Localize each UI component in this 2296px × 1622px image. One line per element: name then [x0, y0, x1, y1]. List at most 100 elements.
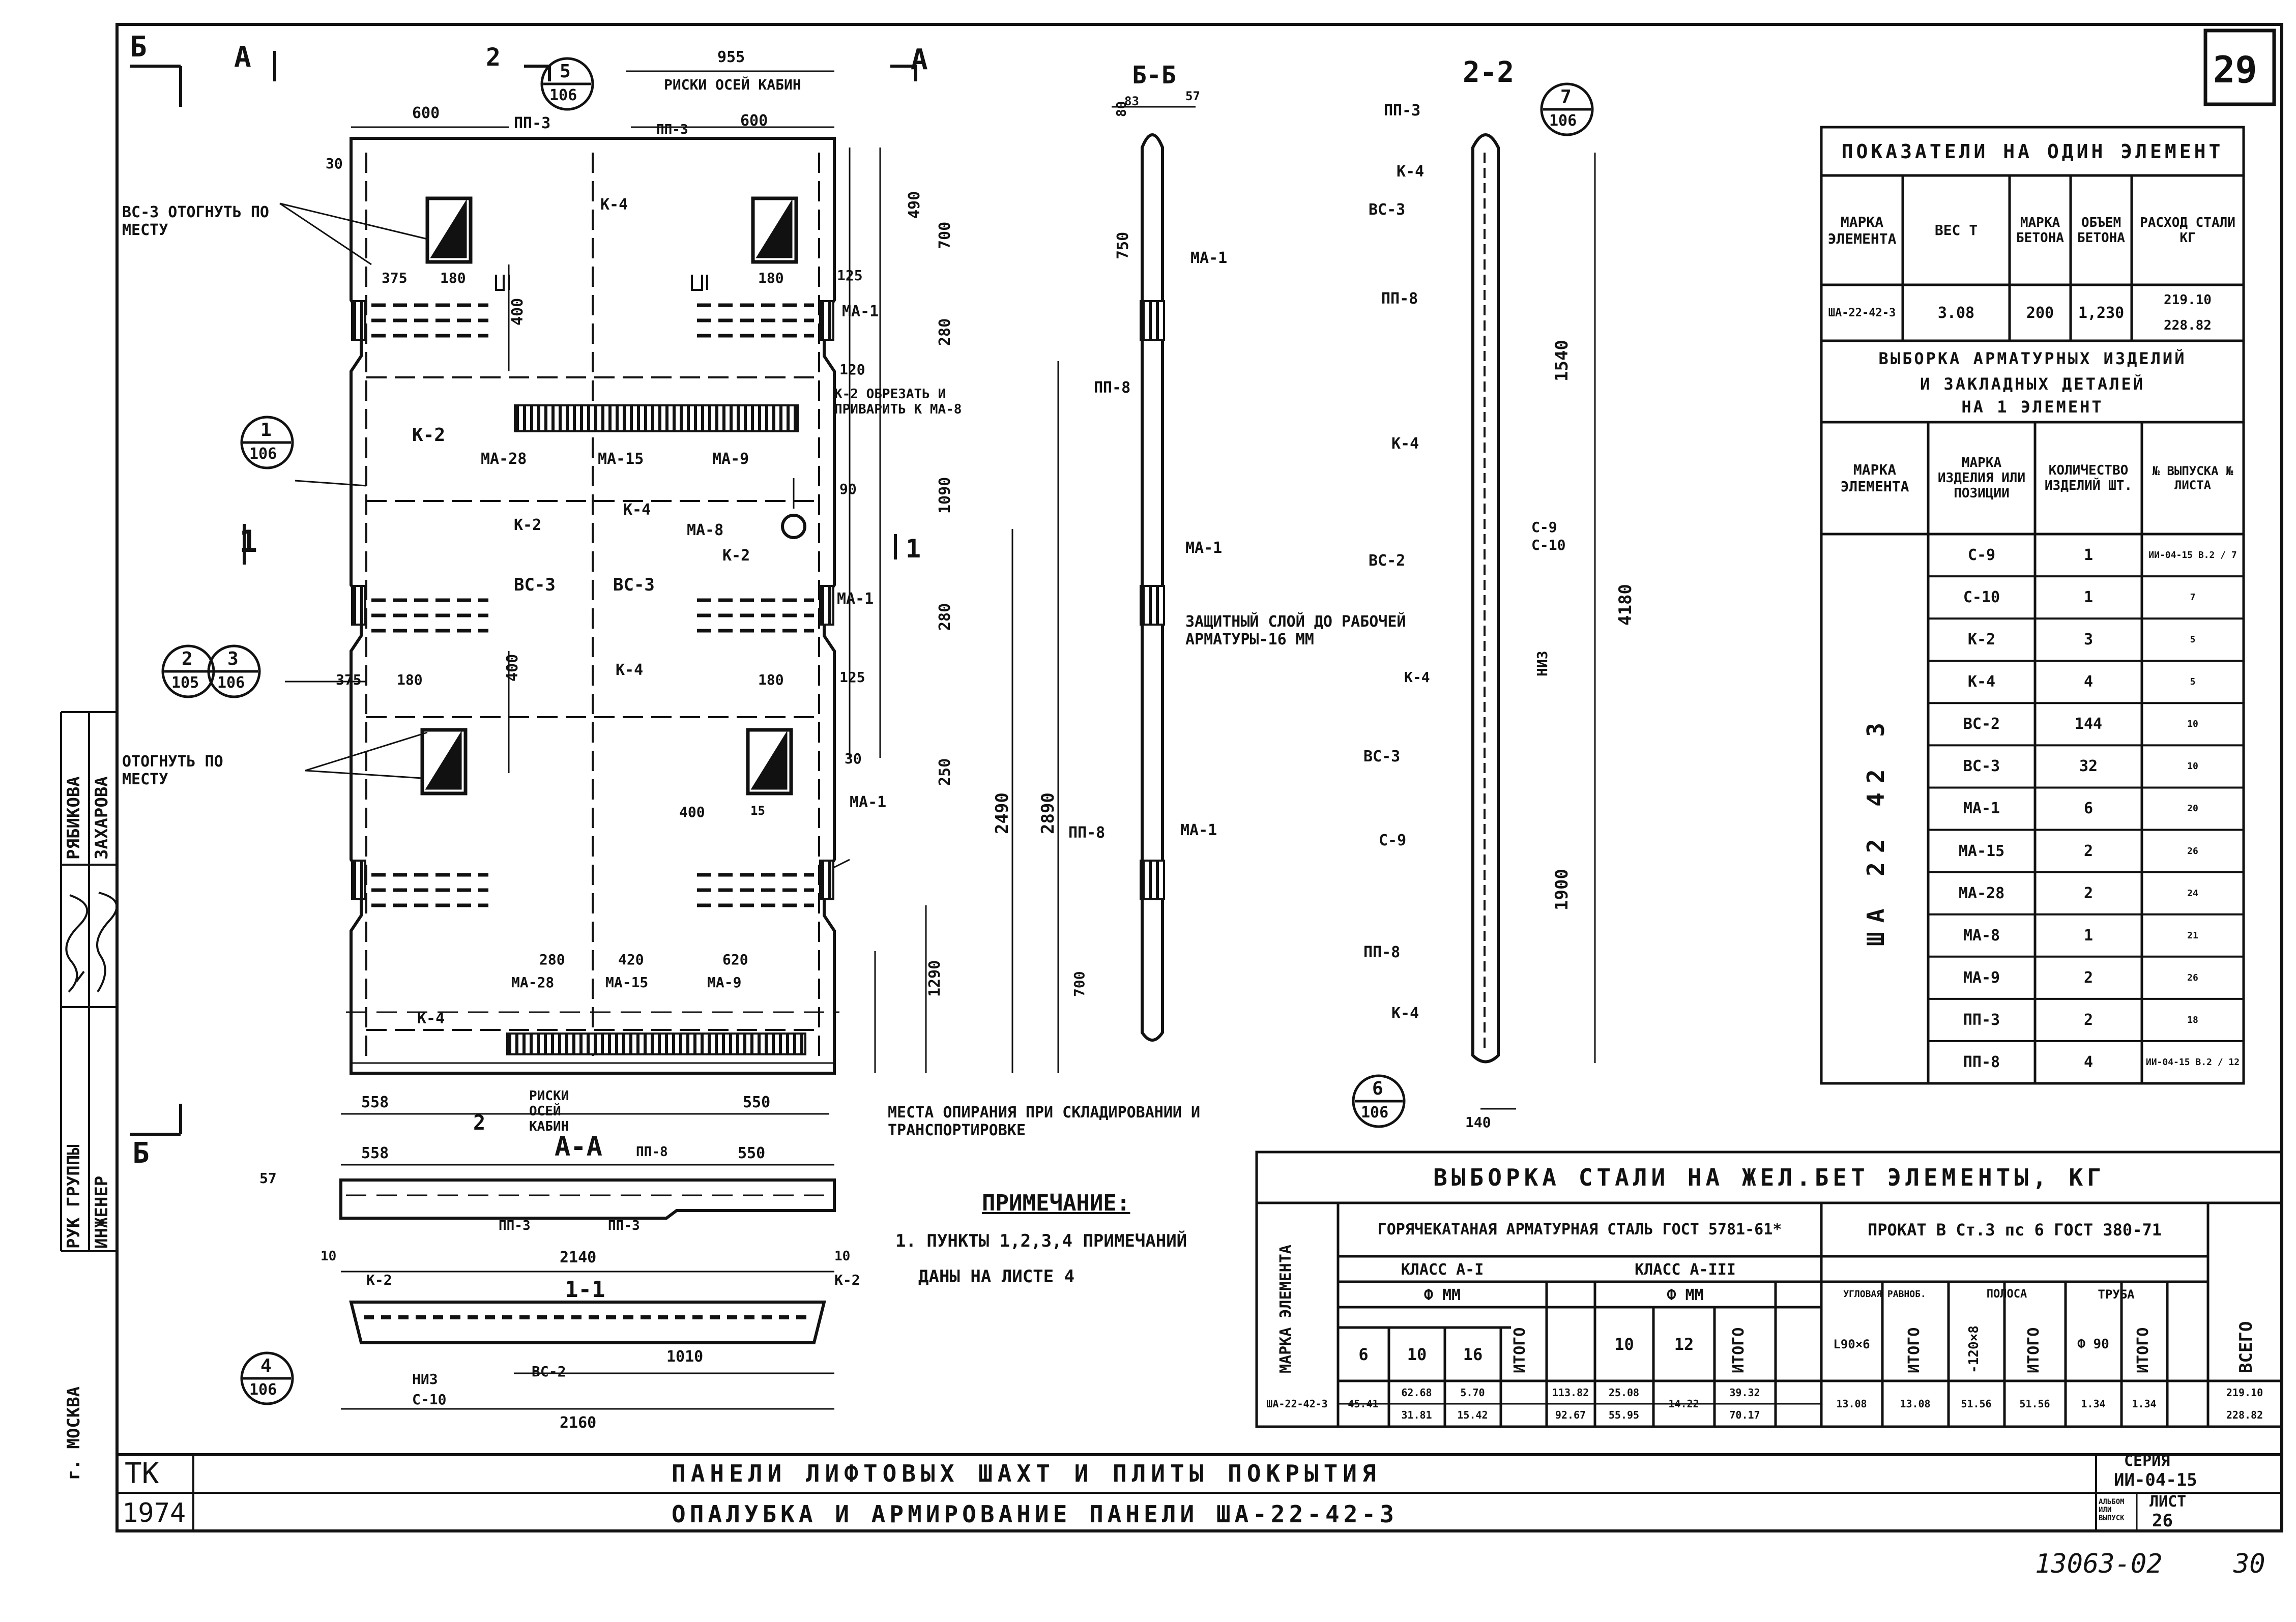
label-ma8: МА-8	[687, 521, 724, 539]
section-bb	[1112, 106, 1196, 1042]
dim-490: 490	[906, 191, 923, 219]
item-row-mark: ВС-3	[1963, 757, 2000, 776]
item-row-mark: МА-8	[1963, 926, 2000, 945]
steel-r-strip: 51.56	[1961, 1398, 1992, 1410]
section-a-top: А	[234, 41, 251, 74]
steel-col-element: МАРКА ЭЛЕМЕНТА	[1277, 1245, 1295, 1373]
items-element: ША 22 42 3	[1862, 714, 1890, 946]
tb-year: 1974	[122, 1498, 186, 1528]
sheet-number-box	[2203, 28, 2276, 106]
tb-series-label: СЕРИЯ	[2124, 1452, 2170, 1470]
steel-rolled: ПРОКАТ В Ст.3 пс 6 ГОСТ 380-71	[1868, 1220, 2162, 1240]
callout-2-sheet: 105	[171, 674, 199, 692]
item-row-mark: К-2	[1967, 631, 1996, 649]
steel-grid	[1255, 1151, 2283, 1428]
tb-issue-label: АЛЬБОМ ИЛИ ВЫПУСК	[2099, 1498, 2125, 1522]
dim-280-r2: 280	[936, 603, 954, 631]
item-row-ref: 26	[2187, 845, 2198, 857]
steel-r-a3-tb: 70.17	[1729, 1409, 1760, 1421]
bs3-top-note: ВС-3 ОТОГНУТЬ ПО МЕСТУ	[122, 203, 269, 239]
dim-750: 750	[1114, 231, 1132, 259]
steel-r-a1-16a: 5.70	[1460, 1387, 1485, 1399]
label-bb-ma1-a: МА-1	[1190, 249, 1228, 267]
label-22-pp3: ПП-3	[1384, 102, 1421, 120]
item-row-ref: 10	[2187, 719, 2198, 730]
callout-2-num: 2	[182, 648, 193, 669]
dim-1540: 1540	[1552, 340, 1572, 381]
callout-6-num: 6	[1372, 1078, 1383, 1099]
item-row-ref: 18	[2187, 1014, 2198, 1025]
steel-r-a1-tb: 92.67	[1555, 1409, 1586, 1421]
signature-2	[96, 892, 117, 993]
label-pp3-a: ПП-3	[514, 114, 551, 132]
label-ma1-b: МА-1	[837, 590, 874, 608]
label-22-pp8a: ПП-8	[1381, 290, 1418, 308]
steel-pipe: ТРУБА	[2098, 1287, 2135, 1302]
item-row-mark: МА-28	[1958, 884, 2005, 902]
dim-57: 57	[259, 1170, 277, 1187]
dim-1900: 1900	[1552, 869, 1572, 910]
item-row-qty: 1	[2083, 588, 2094, 607]
steel-itogo-a3: ИТОГО	[1730, 1327, 1748, 1373]
cover-note: ЗАЩИТНЫЙ СЛОЙ ДО РАБОЧЕЙ АРМАТУРЫ-16 ММ	[1185, 613, 1406, 648]
callout-5-sheet: 106	[549, 86, 577, 104]
plate-ma1-1	[351, 300, 366, 341]
section-a-right: А	[911, 43, 928, 76]
label-22-bs3a: ВС-3	[1369, 201, 1406, 219]
bb-title: Б-Б	[1132, 61, 1176, 90]
steel-itogo-a1: ИТОГО	[1511, 1327, 1529, 1373]
riski-top-label: РИСКИ ОСЕЙ КАБИН	[664, 76, 801, 93]
ind-h-weight: ВЕС Т	[1934, 222, 1978, 239]
ind-v-steel1: 219.10	[2164, 292, 2212, 308]
plate-ma1-5	[351, 860, 366, 900]
plate-ma28-top	[514, 404, 799, 432]
dim-83: 83	[1124, 94, 1139, 108]
t22-title: 2-2	[1463, 56, 1515, 89]
label-k2-11b: К-2	[834, 1272, 860, 1288]
dim-1010: 1010	[666, 1348, 704, 1366]
steel-class-a3: КЛАСС А-III	[1635, 1260, 1736, 1279]
label-ma15-a: МА-15	[598, 450, 644, 468]
dim-15: 15	[750, 804, 765, 818]
dim-180c: 180	[397, 671, 423, 688]
dim-280a: 280	[539, 951, 565, 968]
label-22-k4d: К-4	[1391, 1005, 1419, 1022]
item-row-mark: ПП-3	[1963, 1011, 2000, 1029]
callout-1-sheet: 106	[249, 445, 277, 463]
indicators-title: ПОКАЗАТЕЛИ НА ОДИН ЭЛЕМЕНТ	[1841, 140, 2224, 163]
steel-d16: 16	[1463, 1344, 1483, 1364]
item-row-ref: ИИ-04-15 В.2 / 12	[2145, 1056, 2240, 1068]
item-row-ref: 5	[2190, 676, 2196, 688]
label-bb-ma1-b: МА-1	[1185, 539, 1223, 557]
dim-90: 90	[839, 481, 857, 497]
dim-30: 30	[326, 155, 343, 172]
dim-1090: 1090	[936, 477, 954, 514]
ind-h-mark: МАРКА ЭЛЕМЕНТА	[1827, 213, 1897, 247]
section-b-top: Б	[130, 31, 147, 64]
items-h-ref: № ВЫПУСКА № ЛИСТА	[2152, 464, 2233, 492]
dim-10b: 10	[834, 1249, 851, 1264]
k2-cut-note: К-2 ОБРЕЗАТЬ И ПРИВАРИТЬ К МА-8	[834, 387, 962, 417]
label-22-pp8b: ПП-8	[1363, 943, 1401, 961]
items-h-qty: КОЛИЧЕСТВО ИЗДЕЛИЙ ШТ.	[2044, 463, 2133, 493]
steel-r-angle-t: 13.08	[1900, 1398, 1931, 1410]
riski-bottom-label: РИСКИ ОСЕЙ КАБИН	[529, 1088, 569, 1134]
dim-1290: 1290	[926, 960, 944, 997]
item-row-ref: 20	[2187, 803, 2198, 814]
steel-r-a1-16b: 15.42	[1457, 1409, 1488, 1421]
section-11	[341, 1271, 834, 1410]
tb-series-value: ИИ-04-15	[2114, 1470, 2197, 1490]
dim-280-r1: 280	[936, 318, 954, 346]
aa-title: А-А	[555, 1132, 602, 1162]
item-row-ref: 26	[2187, 972, 2198, 983]
dim-57b: 57	[1185, 89, 1200, 103]
item-row-mark: МА-9	[1963, 968, 2000, 987]
callout-3-sheet: 106	[217, 674, 245, 692]
label-22-bs3b: ВС-3	[1363, 748, 1401, 765]
label-bs3-a: ВС-3	[514, 575, 556, 595]
steel-r-a1-ta: 113.82	[1552, 1387, 1589, 1399]
stamp-city: г. МОСКВА	[64, 1386, 84, 1480]
dim-180b: 180	[758, 270, 784, 286]
